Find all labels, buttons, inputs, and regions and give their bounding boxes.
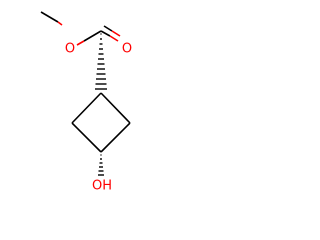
bond-carbonyl-double-2-red: [111, 30, 121, 37]
bond-ring-top-left: [71, 92, 102, 124]
bond-ring-bottom-right: [100, 122, 131, 153]
carbonyl-oxygen-label: O: [122, 42, 132, 57]
bond-ester-o-carbonyl-red: [76, 40, 85, 46]
bond-carbonyl-double-1: [100, 30, 111, 37]
bond-ring-top-right: [100, 92, 131, 124]
bond-carbonyl-double-1-red: [109, 35, 119, 42]
bond-methyl-ester-o-red: [57, 21, 63, 26]
bond-methyl-ester-o: [40, 11, 59, 23]
hashed-wedge-c3-hydroxyl: [98, 154, 104, 176]
hashed-wedge-c1-carbonyl: [95, 33, 107, 90]
ester-oxygen-label: O: [65, 42, 75, 57]
bond-ring-bottom-left: [71, 122, 102, 153]
bond-ester-o-carbonyl: [83, 30, 102, 42]
hydroxyl-label: OH: [92, 179, 112, 194]
molecule-structure: O O OH: [40, 11, 132, 194]
bond-carbonyl-double-2: [103, 25, 113, 32]
